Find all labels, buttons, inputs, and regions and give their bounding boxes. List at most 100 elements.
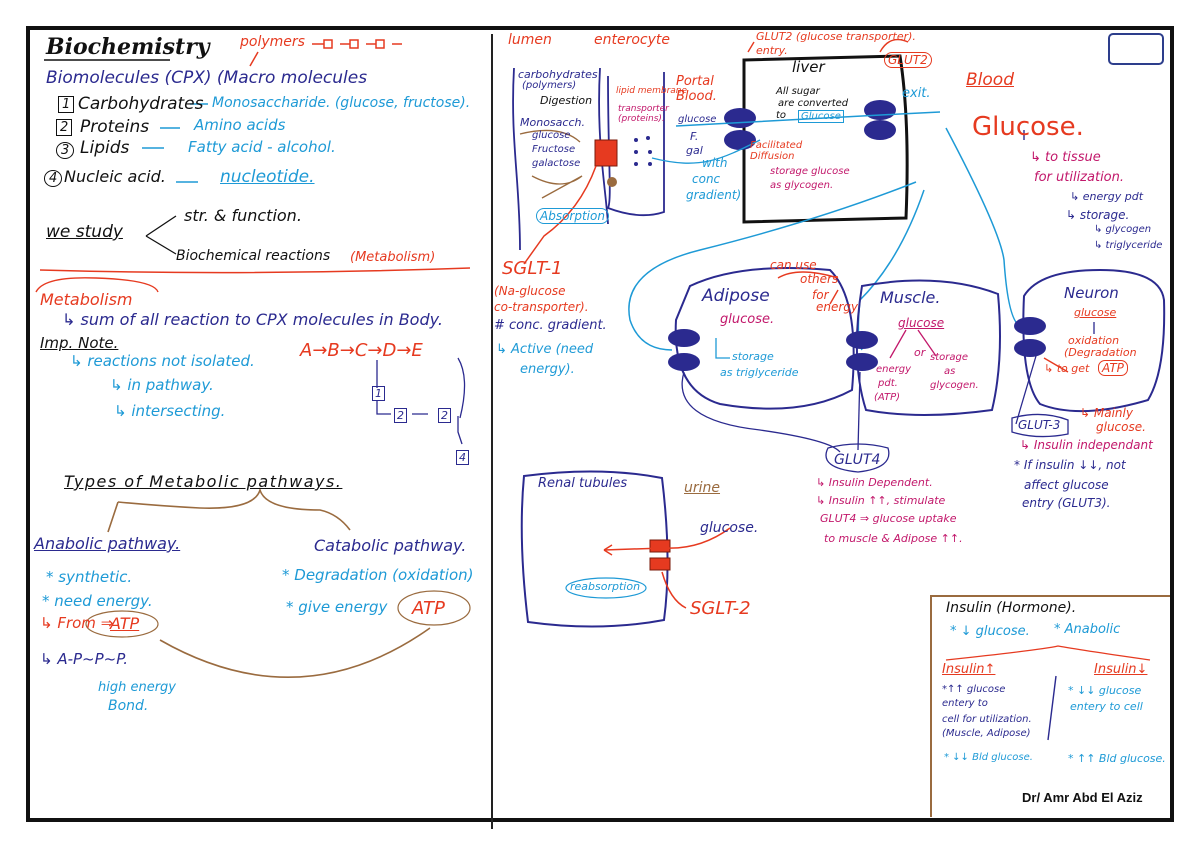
neuron-title: Neuron [1064,284,1119,302]
energy-label: energy [816,300,859,314]
renal-glucose: glucose. [700,520,759,536]
blood-line-2: for utilization. [1034,170,1125,185]
muscle-right-3: glycogen. [930,380,979,391]
liver-text-2: are converted [778,98,849,109]
muscle-glucose: glucose [898,316,945,330]
insulin-up-line-2: entery to [942,698,988,709]
muscle-left-2: pdt. [878,378,898,389]
muscle-left-1: energy [876,364,912,375]
blood-line-5: ↳ glycogen [1094,224,1152,235]
bio-item-target-4: nucleotide. [220,167,315,187]
anabolic-line-2: * need energy. [42,592,153,610]
transporter-label: transporter (proteins). [618,104,669,124]
blood-label: Blood [966,70,1014,90]
imp-note-label: Imp. Note. [40,334,119,352]
glut3-line-3: affect glucose [1024,478,1109,492]
sglt1-title: SGLT-1 [502,258,563,279]
adipose-storage-1: storage [732,350,774,363]
others-label: others [800,272,839,286]
catabolic-title: Catabolic pathway. [314,536,467,555]
liver-glucose: Glucose [798,110,844,123]
biomolecules-header: Biomolecules (CPX) (Macro molecules [46,68,368,88]
metabolism-note-3: ↳ intersecting. [114,402,226,420]
insulin-sub-2: * Anabolic [1054,622,1121,637]
polymers-label: polymers [240,34,305,50]
neuron-atp: ATP [1098,360,1128,376]
carbohydrates-label: carbohydrates [518,68,598,81]
reabsorption-label: reabsorption [570,580,641,593]
anabolic-title: Anabolic pathway. [34,534,181,553]
conc-label: conc [692,172,721,186]
glut2-header: GLUT2 (glucose transporter). [756,30,916,43]
blood-glucose: Glucose. [972,112,1084,142]
gradient-label: gradient) [686,188,742,202]
blood-line-1: ↳ to tissue [1030,150,1101,165]
sugar-galactose: galactose [532,158,581,169]
pathways-title: Types of Metabolic pathways. [64,472,343,491]
metabolism-note-2: ↳ in pathway. [110,376,214,394]
neuron-degradation: (Degradation [1064,346,1137,359]
bio-item-name-1: Carbohydrates [78,94,204,114]
bio-item-num-4: 4 [44,170,63,187]
corner-box-button[interactable] [1108,33,1164,65]
metabolism-definition: ↳ sum of all reaction to CPX molecules i… [62,310,443,329]
chain-node-3: 2 [438,408,451,423]
author-signature: Dr/ Amr Abd El Aziz [1022,790,1143,805]
insulin-up-label: Insulin↑ [942,662,996,677]
catabolic-line-2: * give energy [286,598,388,616]
anabolic-line-3: ↳ From ⇒ [40,614,114,632]
portal-blood-label: Portal Blood. [676,74,717,104]
lipid-membrane-label: lipid membrane [616,86,688,96]
anabolic-line-5: high energy [98,680,176,695]
we-study-metabolism-note: (Metabolism) [350,250,436,265]
polymers-small: (polymers) [522,80,577,91]
liver-label: liver [792,58,825,76]
bio-item-num-2: 2 [56,119,73,136]
glut4-label: GLUT4 [834,452,881,468]
with-label: with [702,156,728,170]
can-use-label: can use [770,258,817,272]
insulin-up-line-3: cell for utilization. [942,714,1032,725]
anabolic-line-1: * synthetic. [46,568,133,586]
glut3-label: GLUT-3 [1018,418,1061,432]
monosacch-label: Monosacch. [520,116,585,129]
sglt1-line-2: co-transporter). [494,300,589,314]
sglt1-line-4: ↳ Active (need [496,342,594,357]
enterocyte-label: enterocyte [594,32,670,48]
glut4-line-1: ↳ Insulin Dependent. [816,476,933,489]
insulin-up-line-1: *↑↑ glucose [942,684,1006,695]
insulin-down-bld: * ↑↑ Bld glucose. [1068,752,1166,765]
insulin-down-label: Insulin↓ [1094,662,1148,677]
anabolic-atp: ATP [110,614,140,633]
renal-title: Renal tubules [538,476,628,491]
metabolism-note-1: ↳ reactions not isolated. [70,352,255,370]
exit-label: exit. [902,86,931,101]
muscle-right-1: storage [930,352,968,363]
urine-label: urine [684,480,721,496]
blood-line-6: ↳ triglyceride [1094,240,1163,251]
for-label: for [812,288,829,302]
gfg-f: F. [690,130,699,143]
we-study-branch-reactions: Biochemical reactions [176,248,331,264]
gfg-gal: gal [686,144,703,157]
insulin-down-line-2: entery to cell [1070,700,1143,713]
glut3-line-2: * If insulin ↓↓, not [1014,458,1126,472]
sugar-glucose: glucose [532,130,571,141]
chain-node-2: 2 [394,408,407,423]
insulin-up-bld: * ↓↓ Bld glucose. [944,752,1033,763]
anabolic-line-6: Bond. [108,698,149,714]
blood-line-3: ↳ energy pdt [1070,190,1144,203]
neuron-oxidation: oxidation [1068,334,1120,347]
bio-item-target-2: Amino acids [194,116,286,134]
insulin-down-line-1: * ↓↓ glucose [1068,684,1142,697]
sglt1-line-5: energy). [520,362,575,377]
center-divider [491,34,493,829]
glut4-line-2: ↳ Insulin ↑↑, stimulate [816,494,946,507]
catabolic-atp: ATP [412,598,445,619]
liver-storage-2: as glycogen. [770,180,834,191]
sglt2-label: SGLT-2 [690,598,751,619]
insulin-title: Insulin (Hormone). [946,600,1077,616]
glut4-line-4: to muscle & Adipose ↑↑. [824,532,963,545]
we-study-branch-structure: str. & function. [184,206,302,225]
adipose-storage-2: as triglyceride [720,366,799,379]
